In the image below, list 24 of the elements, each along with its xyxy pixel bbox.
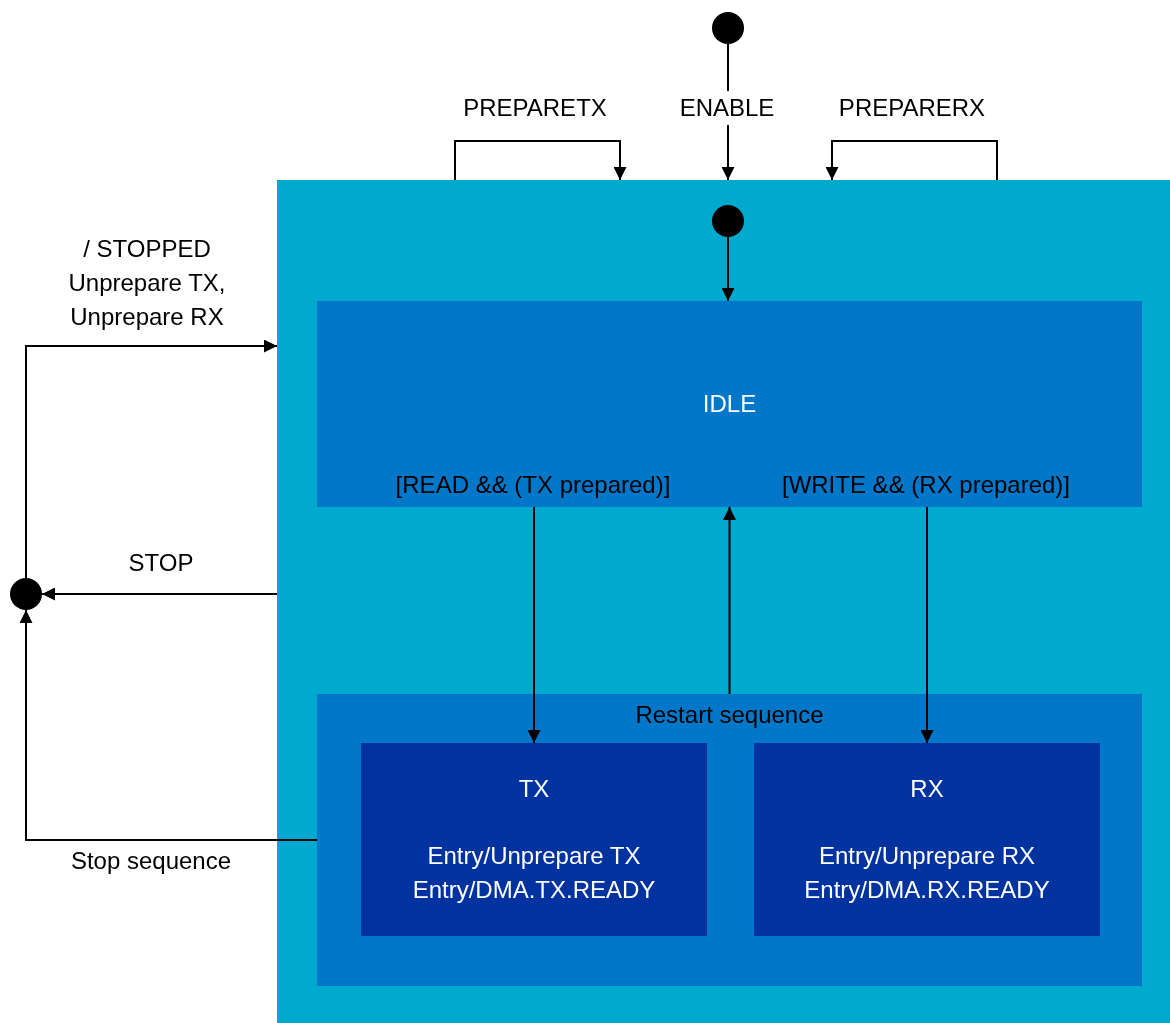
state-name: TX	[517, 774, 551, 804]
arrow	[721, 43, 735, 181]
state-box	[317, 694, 1142, 986]
arrow	[825, 140, 998, 181]
state-dot	[10, 578, 42, 610]
arrow	[527, 506, 541, 744]
state-dot	[712, 205, 744, 237]
arrow	[19, 609, 318, 841]
state-name: RX	[909, 774, 945, 804]
state-actions: Entry/Unprepare TX Entry/DMA.TX.READY	[411, 841, 657, 905]
arrow	[721, 236, 735, 302]
state-box	[361, 743, 707, 936]
arrow	[454, 140, 627, 181]
state-actions: Entry/Unprepare RX Entry/DMA.RX.READY	[803, 841, 1051, 905]
arrow	[920, 506, 934, 744]
arrow	[25, 339, 278, 579]
state-dot	[712, 12, 744, 44]
state-name: Restart sequence	[634, 700, 825, 730]
state-box	[754, 743, 1100, 936]
arrow	[41, 587, 278, 601]
arrow	[723, 506, 736, 695]
state-name: IDLE	[701, 389, 758, 419]
state-box	[317, 301, 1142, 507]
state-container	[277, 180, 1170, 1023]
